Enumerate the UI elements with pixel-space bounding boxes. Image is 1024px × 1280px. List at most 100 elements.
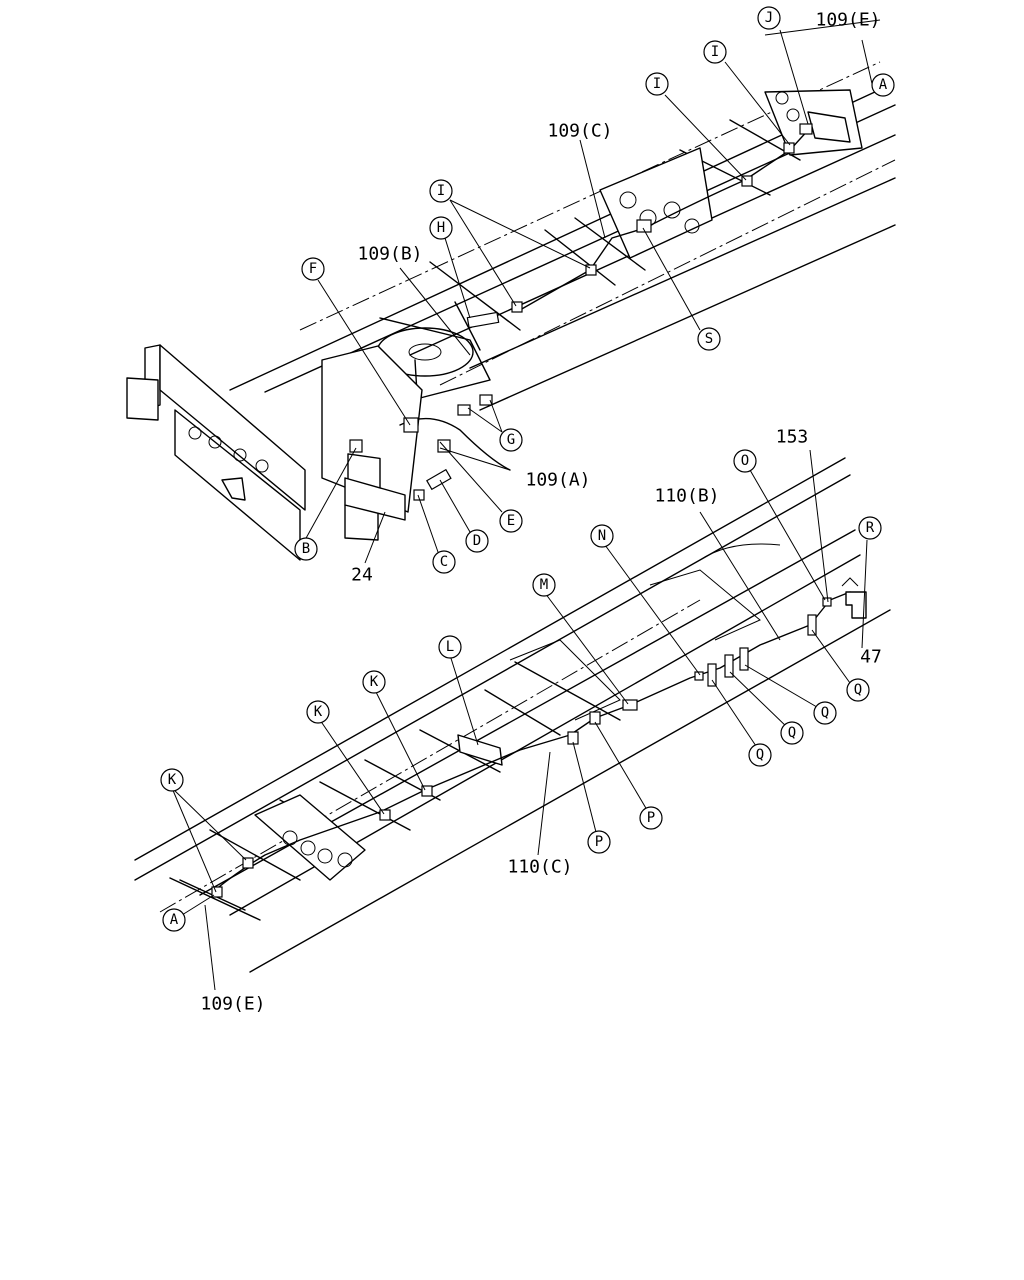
svg-text:D: D xyxy=(473,533,481,549)
clamp-s xyxy=(636,219,652,233)
svg-text:S: S xyxy=(705,331,713,347)
clamp-p2 xyxy=(589,711,601,725)
callout-Q4: Q xyxy=(748,743,772,767)
fitting-b xyxy=(349,439,363,453)
fitting-f xyxy=(403,417,419,433)
svg-text:I: I xyxy=(653,76,661,92)
callout-A2: A xyxy=(162,908,186,932)
svg-text:G: G xyxy=(507,432,515,448)
svg-text:B: B xyxy=(302,541,310,557)
svg-text:P: P xyxy=(647,810,655,826)
bracket-l xyxy=(457,734,503,766)
lower-rail-2 xyxy=(134,474,851,881)
callout-H: H xyxy=(429,216,453,240)
cross-member-3 xyxy=(574,217,646,271)
callout-L: L xyxy=(438,635,462,659)
clamp-q4 xyxy=(807,614,817,636)
callout-O: O xyxy=(733,449,757,473)
callout-K3: K xyxy=(160,768,184,792)
lower-frame-assembly xyxy=(134,457,891,973)
callout-bubbles: A J I I I H F S G B E D C O R N M L K K … xyxy=(160,6,895,932)
clamp-i3 xyxy=(741,175,753,187)
cross-member-2 xyxy=(544,229,616,286)
bracket-r xyxy=(845,591,867,619)
label-109B: 109(B) xyxy=(357,244,422,265)
callout-E: E xyxy=(499,509,523,533)
label-109E-bottom: 109(E) xyxy=(200,994,265,1015)
label-109C: 109(C) xyxy=(547,121,612,142)
svg-text:M: M xyxy=(540,577,548,593)
clamp-j xyxy=(799,123,813,135)
lower-cross-7 xyxy=(484,689,561,736)
leader-lines xyxy=(171,29,874,991)
upper-frame-assembly xyxy=(126,19,896,561)
clamp-q3 xyxy=(739,647,749,671)
svg-text:Q: Q xyxy=(756,747,764,763)
callout-B: B xyxy=(294,537,318,561)
svg-text:A: A xyxy=(879,77,888,93)
svg-text:N: N xyxy=(598,528,606,544)
svg-text:Q: Q xyxy=(854,682,862,698)
clamp-q1 xyxy=(707,663,717,687)
fitting-g1 xyxy=(457,404,471,416)
tow-hook xyxy=(221,477,246,501)
callout-I1: I xyxy=(703,40,727,64)
lower-cross-4 xyxy=(319,781,411,831)
label-24: 24 xyxy=(351,565,373,586)
callout-P2: P xyxy=(587,830,611,854)
lower-raised-3 xyxy=(699,543,781,561)
callout-S: S xyxy=(697,327,721,351)
upper-rail-right-bottom xyxy=(479,224,896,411)
clamp-i2 xyxy=(585,264,597,276)
callout-Q2: Q xyxy=(813,701,837,725)
callout-C: C xyxy=(432,550,456,574)
callout-Q3: Q xyxy=(780,721,804,745)
part-number-labels: 109(E) 109(C) 109(B) 109(A) 24 153 110(B… xyxy=(200,10,881,1015)
svg-text:Q: Q xyxy=(821,705,829,721)
label-47: 47 xyxy=(860,647,882,668)
lower-holed-plate xyxy=(254,794,366,881)
fitting-c xyxy=(413,489,425,501)
cross-member-1 xyxy=(429,261,521,331)
svg-text:I: I xyxy=(711,44,719,60)
lower-centerline xyxy=(159,599,701,913)
clamp-k2 xyxy=(242,857,254,869)
callout-F: F xyxy=(301,257,325,281)
svg-text:L: L xyxy=(446,639,454,655)
clamp-h xyxy=(466,311,500,329)
lower-cross-2 xyxy=(209,829,301,881)
callout-M: M xyxy=(532,573,556,597)
svg-text:K: K xyxy=(370,674,379,690)
callout-D: D xyxy=(465,529,489,553)
svg-text:K: K xyxy=(168,772,177,788)
callout-G: G xyxy=(499,428,523,452)
lower-rail-top xyxy=(134,457,846,861)
svg-text:J: J xyxy=(765,10,773,26)
clamp-q2 xyxy=(724,654,734,678)
lower-cross-8 xyxy=(514,661,621,721)
upper-rail-inner-left xyxy=(229,84,891,391)
svg-text:P: P xyxy=(595,834,603,850)
svg-text:A: A xyxy=(170,912,179,928)
svg-text:F: F xyxy=(309,261,317,277)
lower-left-edge xyxy=(169,877,261,921)
callout-N: N xyxy=(590,524,614,548)
clamp-i1 xyxy=(511,301,523,313)
svg-text:H: H xyxy=(437,220,445,236)
label-110C: 110(C) xyxy=(507,857,572,878)
fitting-d xyxy=(426,468,452,491)
clamp-k4 xyxy=(421,785,433,797)
callout-K1: K xyxy=(362,670,386,694)
lower-raised-1 xyxy=(509,639,621,721)
callout-I3: I xyxy=(429,179,453,203)
upper-rail-edge xyxy=(764,19,881,36)
callout-J: J xyxy=(757,6,781,30)
svg-text:I: I xyxy=(437,183,445,199)
bracket-j-plate xyxy=(807,111,851,143)
front-light-left xyxy=(126,377,159,421)
pipe-109C xyxy=(519,227,646,311)
clamp-k3 xyxy=(379,809,391,821)
lower-raised-2 xyxy=(649,569,761,641)
